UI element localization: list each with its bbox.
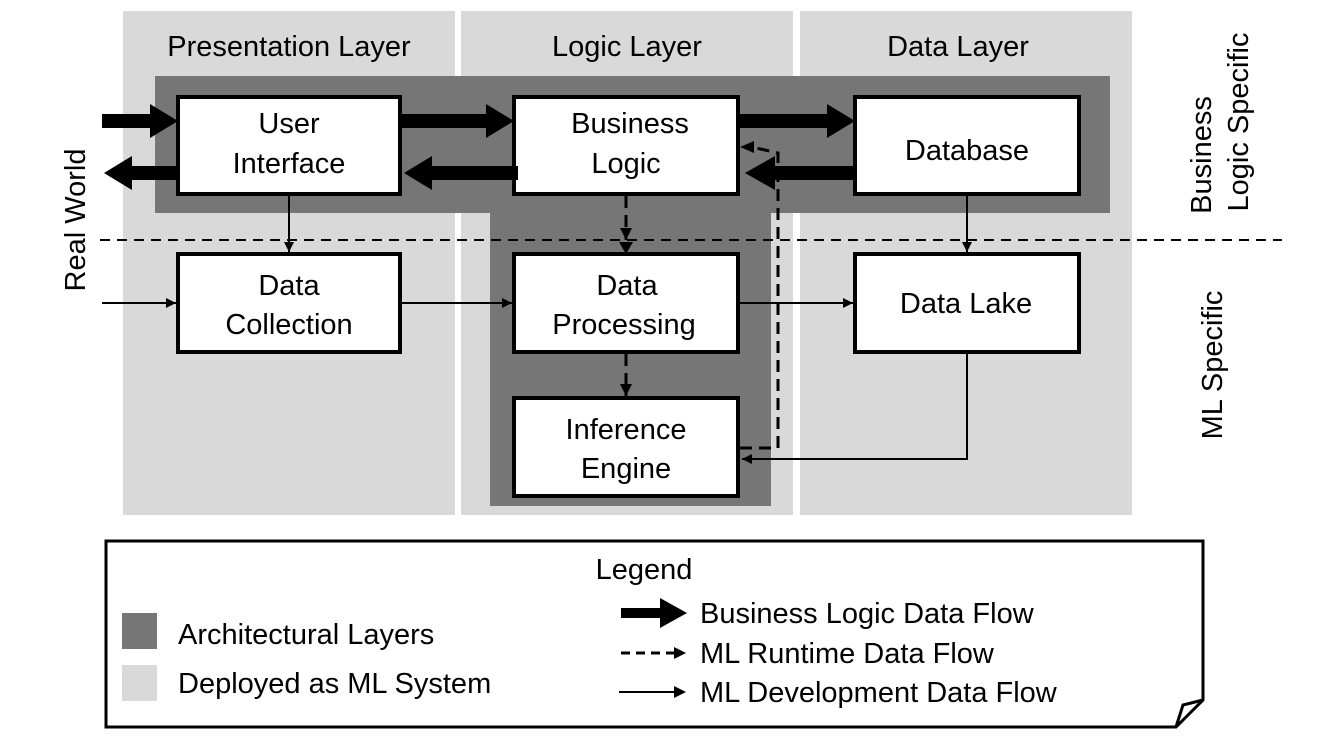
arrow-ui-to-real-world (104, 156, 180, 190)
runtime-arrowhead-data-processing (619, 242, 633, 254)
box-label: Collection (225, 309, 352, 341)
box-label: Inference (566, 414, 687, 446)
legend-title: Legend (596, 554, 693, 586)
box-data-processing: Data Processing (512, 252, 740, 354)
arrow-business-logic-to-ui (404, 156, 518, 190)
legend-label-deployed: Deployed as ML System (178, 668, 491, 700)
side-label-business-line1: Business (1186, 96, 1218, 214)
box-label: Engine (581, 453, 671, 485)
legend: Legend Architectural Layers Deployed as … (104, 539, 1205, 729)
legend-label-business-flow: Business Logic Data Flow (700, 598, 1035, 630)
box-label: Data Lake (900, 288, 1032, 320)
business-logic-flows (102, 104, 857, 190)
arrow-database-to-business-logic (745, 156, 857, 190)
legend-label-runtime-flow: ML Runtime Data Flow (700, 638, 995, 670)
ml-development-flows (102, 196, 972, 464)
side-label-ml-specific: ML Specific (1197, 291, 1229, 440)
legend-swatch-architectural (122, 613, 157, 649)
legend-label-architectural: Architectural Layers (178, 619, 434, 651)
legend-page-curl-icon (1174, 698, 1204, 728)
dev-data-lake-to-inference (742, 354, 968, 464)
box-label: Database (905, 135, 1029, 167)
box-label: Data (596, 270, 658, 302)
arrow-real-world-to-ui (102, 104, 178, 138)
arrow-ui-to-business-logic (402, 104, 514, 138)
box-inference-engine: Inference Engine (512, 396, 740, 498)
legend-frame (104, 539, 1205, 729)
box-label: Interface (233, 148, 346, 180)
column-title-data: Data Layer (887, 31, 1029, 63)
legend-thick-arrow-icon (621, 598, 687, 628)
column-title-logic: Logic Layer (552, 31, 702, 63)
side-label-real-world: Real World (60, 149, 92, 292)
box-database: Database (853, 95, 1081, 196)
legend-dashed-arrowhead (674, 647, 686, 659)
box-data-lake: Data Lake (853, 252, 1081, 354)
box-label: Data (258, 270, 320, 302)
side-label-business-line2: Logic Specific (1223, 33, 1255, 212)
legend-label-development-flow: ML Development Data Flow (700, 677, 1058, 709)
box-user-interface: User Interface (176, 95, 402, 196)
legend-thin-arrowhead (674, 686, 686, 698)
legend-swatch-deployed (122, 665, 157, 701)
column-title-presentation: Presentation Layer (167, 31, 411, 63)
box-data-collection: Data Collection (176, 252, 402, 354)
runtime-inference-to-business-logic (740, 145, 780, 450)
box-label: Processing (552, 309, 695, 341)
runtime-arrowhead-business-logic (740, 141, 754, 153)
box-label: Logic (591, 148, 660, 180)
box-business-logic: Business Logic (512, 95, 740, 196)
box-label: User (258, 108, 320, 140)
box-label: Business (571, 108, 689, 140)
arrow-business-logic-to-database (740, 104, 855, 138)
ml-runtime-flows (620, 145, 780, 450)
